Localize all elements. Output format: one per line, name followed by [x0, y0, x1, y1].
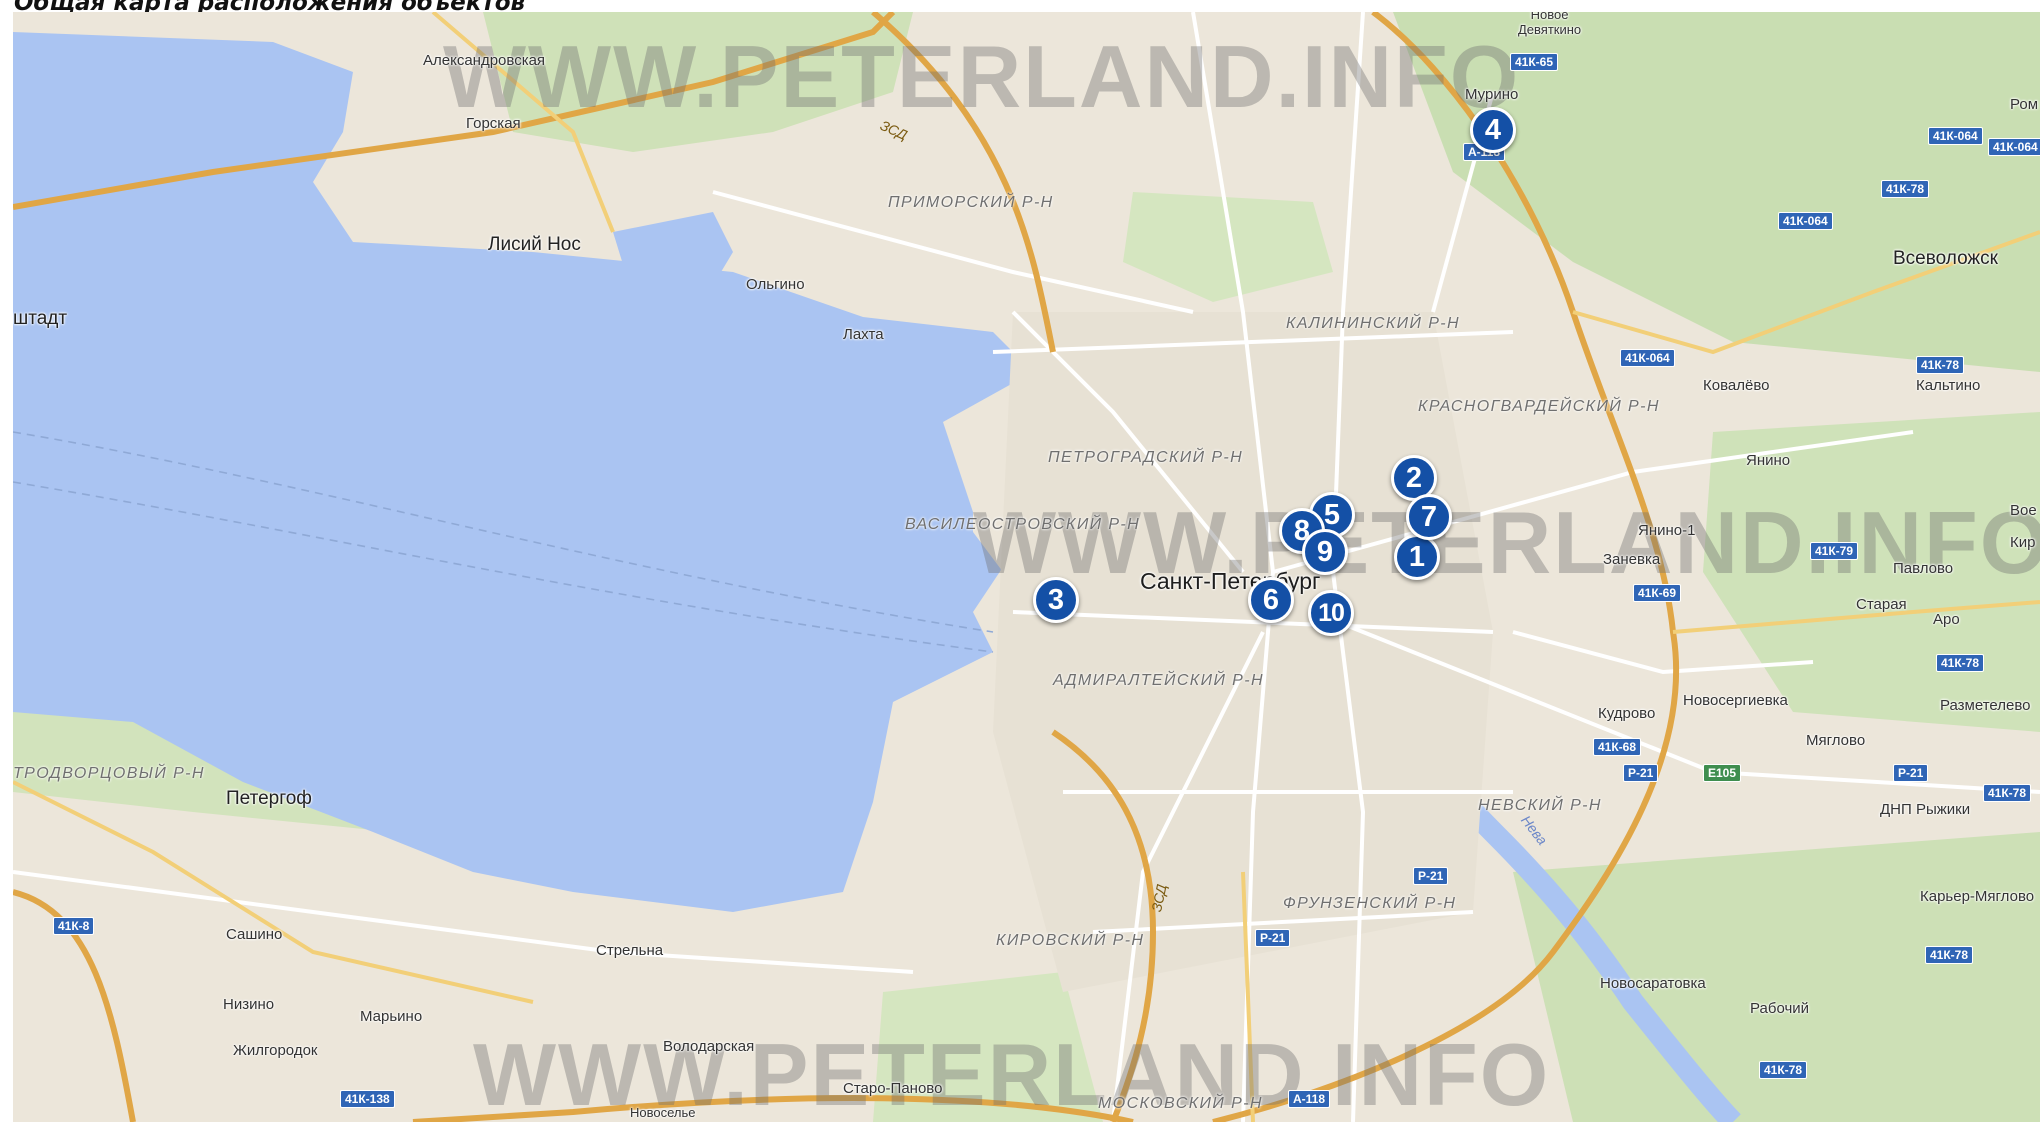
shipping-lane-2 — [13, 481, 994, 653]
district-kalininsky: КАЛИНИНСКИЙ Р-Н — [1286, 315, 1460, 332]
place-novoselye: Новоселье — [630, 1105, 696, 1120]
forest-east — [1703, 412, 2040, 732]
place-kir: Кир — [2010, 534, 2036, 551]
district-primorsky: ПРИМОРСКИЙ Р-Н — [888, 194, 1054, 211]
district-petrodvortsovy: ТРОДВОРЦОВЫЙ Р-Н — [13, 765, 205, 782]
place-volodarskaya: Володарская — [663, 1038, 755, 1055]
place-staro-panovo: Старо-Паново — [843, 1080, 943, 1097]
forest-southeast — [1513, 832, 2040, 1122]
shield-41k-79: 41К-79 — [1810, 542, 1859, 560]
place-kaltino: Кальтино — [1916, 377, 1981, 394]
place-voe: Вое — [2010, 502, 2037, 519]
city-label-saint-petersburg: Санкт-Петербург — [1140, 568, 1321, 594]
shield-41k-138: 41К-138 — [340, 1090, 395, 1108]
shield-41k-064-b: 41К-064 — [1988, 138, 2040, 156]
shield-41k-78-b: 41К-78 — [1916, 356, 1965, 374]
shield-p21-a: Р-21 — [1623, 764, 1659, 782]
lakhta-lake — [613, 212, 733, 302]
place-vsevolozhsk: Всеволожск — [1893, 248, 1998, 269]
place-gorskaya: Горская — [466, 115, 521, 132]
place-lakhta: Лахта — [843, 326, 884, 343]
place-karyer-myaglovo: Карьер-Мяглово — [1920, 888, 2035, 905]
district-moskovsky: МОСКОВСКИЙ Р-Н — [1098, 1095, 1263, 1112]
place-sashino: Сашино — [226, 926, 283, 943]
highways — [13, 12, 2040, 1122]
park-sosnovka — [1123, 192, 1333, 302]
place-strelna: Стрельна — [596, 942, 664, 959]
place-aro: Аро — [1933, 611, 1960, 628]
forest-northeast — [1393, 12, 2040, 372]
district-frunzensky: ФРУНЗЕНСКИЙ Р-Н — [1283, 895, 1457, 912]
place-yanino: Янино — [1746, 452, 1791, 469]
place-kudrovo: Кудрово — [1598, 705, 1656, 722]
gulf-of-finland — [13, 32, 1033, 912]
place-kronshtadt: штадт — [13, 308, 68, 329]
shield-41k-69: 41К-69 — [1633, 584, 1682, 602]
place-zhilgorodok: Жилгородок — [233, 1042, 318, 1059]
place-rabochiy: Рабочий — [1750, 1000, 1810, 1017]
district-admiralteysky: АДМИРАЛТЕЙСКИЙ Р-Н — [1053, 672, 1264, 689]
forest-north — [483, 12, 913, 152]
place-zanevka: Заневка — [1603, 551, 1661, 568]
place-novosaratovka: Новосаратовка — [1600, 975, 1706, 992]
district-petrogradsky: ПЕТРОГРАДСКИЙ Р-Н — [1048, 449, 1244, 466]
place-aleksandrovskaya: Александровская — [423, 52, 546, 69]
shield-a118-south: А-118 — [1288, 1090, 1331, 1108]
map-marker-6[interactable]: 6 — [1248, 577, 1294, 623]
map-canvas[interactable]: WWW.PETERLAND.INFO WWW.PETERLAND.INFO WW… — [13, 12, 2040, 1122]
place-olgino: Ольгино — [746, 276, 805, 293]
watermark-bottom: WWW.PETERLAND.INFO — [473, 1025, 1551, 1122]
district-krasnogvardeysky: КРАСНОГВАРДЕЙСКИЙ Р-Н — [1418, 398, 1660, 415]
city-core — [993, 312, 1493, 992]
place-maglovo: Мяглово — [1806, 732, 1866, 749]
place-maryino: Марьино — [360, 1008, 423, 1025]
shield-41k-78-f: 41К-78 — [1759, 1061, 1808, 1079]
place-peterhof: Петергоф — [226, 788, 312, 809]
shield-41k-064-d: 41К-064 — [1620, 349, 1675, 367]
watermark-middle: WWW.PETERLAND.INFO — [973, 493, 2040, 592]
map-marker-4[interactable]: 4 — [1470, 107, 1516, 153]
district-kirovsky: КИРОВСКИЙ Р-Н — [996, 932, 1145, 949]
shield-41k-064-c: 41К-064 — [1778, 212, 1833, 230]
district-vasileostrovsky: ВАСИЛЕОСТРОВСКИЙ Р-Н — [905, 516, 1141, 533]
shield-41k-78-e: 41К-78 — [1925, 946, 1974, 964]
place-novoe-devyatkino: Новое Девяткино — [1518, 12, 1582, 37]
shield-p21-b: Р-21 — [1893, 764, 1929, 782]
shield-p21-d: Р-21 — [1255, 929, 1291, 947]
shield-41k-78-d: 41К-78 — [1983, 784, 2032, 802]
shield-41k-68: 41К-68 — [1593, 738, 1642, 756]
place-yanino1: Янино-1 — [1638, 522, 1696, 539]
map-marker-1[interactable]: 1 — [1394, 534, 1440, 580]
district-nevsky: НЕВСКИЙ Р-Н — [1478, 797, 1602, 814]
shield-41k-78-c: 41К-78 — [1936, 654, 1985, 672]
place-pavlovo: Павлово — [1893, 560, 1954, 577]
place-lisiy-nos: Лисий Нос — [488, 234, 581, 255]
place-razmetelevo: Разметелево — [1940, 697, 2031, 714]
place-staraya: Старая — [1856, 596, 1907, 613]
map-caption: Общая карта расположения объектов — [14, 0, 526, 16]
shield-e105: E105 — [1703, 764, 1742, 782]
place-nizino: Низино — [223, 996, 275, 1013]
map-marker-9[interactable]: 9 — [1302, 529, 1348, 575]
park-south — [873, 972, 1103, 1122]
map-marker-10[interactable]: 10 — [1308, 590, 1354, 636]
place-murino: Мурино — [1465, 86, 1519, 103]
map-marker-2[interactable]: 2 — [1391, 455, 1437, 501]
shield-41k-8: 41К-8 — [53, 917, 95, 935]
shield-41k-064-a: 41К-064 — [1928, 127, 1983, 145]
watermark-top: WWW.PETERLAND.INFO — [443, 27, 1521, 126]
place-dnp-ryzhiki: ДНП Рыжики — [1880, 801, 1971, 818]
map-base-layer — [13, 12, 2040, 1122]
shipping-lane-1 — [13, 431, 994, 633]
shield-p21-c: Р-21 — [1413, 867, 1449, 885]
shield-41k-65: 41К-65 — [1510, 53, 1559, 71]
map-marker-3[interactable]: 3 — [1033, 577, 1079, 623]
place-kovalevo: Ковалёво — [1703, 377, 1770, 394]
shield-41k-78-a: 41К-78 — [1881, 180, 1930, 198]
place-novosergievka: Новосергиевка — [1683, 692, 1788, 709]
map-marker-7[interactable]: 7 — [1406, 494, 1452, 540]
place-rom: Ром — [2010, 96, 2039, 113]
